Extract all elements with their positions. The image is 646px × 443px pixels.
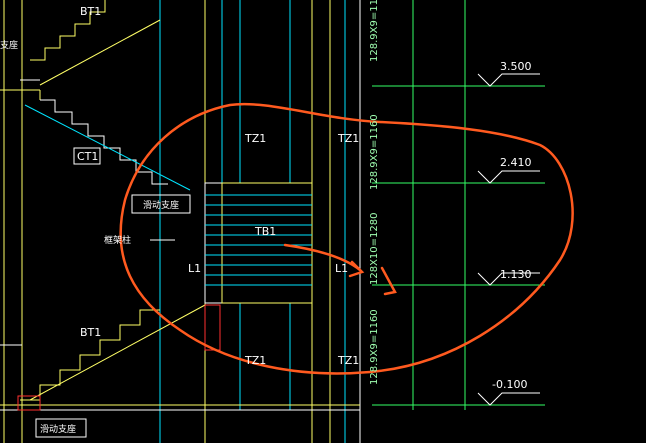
label-bt1-bottom: BT1 bbox=[80, 326, 101, 339]
label-sliding-support-bottom: 滑动支座 bbox=[40, 423, 76, 435]
structure-lines bbox=[0, 0, 361, 443]
elevation-marker bbox=[477, 73, 540, 87]
label-bt1-top: BT1 bbox=[80, 5, 101, 18]
dim-label-3: 128X10=1280 bbox=[369, 213, 380, 286]
label-tz1-top-right: TZ1 bbox=[337, 132, 359, 145]
dim-label-2: 128.9X9=1160 bbox=[369, 114, 380, 190]
elevation-marker bbox=[477, 392, 540, 406]
landing-treads bbox=[205, 194, 312, 286]
label-support-top-left: 支座 bbox=[0, 39, 18, 51]
hand-annotation-tick bbox=[380, 266, 397, 296]
label-l1-left: L1 bbox=[188, 262, 201, 275]
elevation-marker bbox=[477, 170, 540, 184]
label-tz1-bottom-right: TZ1 bbox=[337, 354, 359, 367]
label-sliding-support-mid: 滑动支座 bbox=[143, 199, 179, 211]
label-l1-right: L1 bbox=[335, 262, 348, 275]
dimension-lines bbox=[372, 0, 545, 410]
elevation-label-4: -0.100 bbox=[492, 378, 527, 391]
label-tz1-bottom-left: TZ1 bbox=[244, 354, 266, 367]
dim-label-4: 128.9X9=1160 bbox=[369, 309, 380, 385]
dim-label-1: 128.9X9=1160 bbox=[369, 0, 380, 62]
landing-tb1[interactable] bbox=[204, 182, 313, 304]
hand-annotation-arrow bbox=[283, 243, 365, 278]
hand-annotation-loop bbox=[119, 103, 574, 375]
elevation-marker bbox=[477, 272, 540, 286]
label-frame-column: 框架柱 bbox=[104, 234, 131, 246]
label-tb1: TB1 bbox=[254, 225, 276, 238]
elevation-label-3: 1.130 bbox=[500, 268, 532, 281]
label-ct1: CT1 bbox=[77, 150, 98, 163]
label-tz1-top-left: TZ1 bbox=[244, 132, 266, 145]
elevation-label-1: 3.500 bbox=[500, 60, 532, 73]
elevation-label-2: 2.410 bbox=[500, 156, 532, 169]
